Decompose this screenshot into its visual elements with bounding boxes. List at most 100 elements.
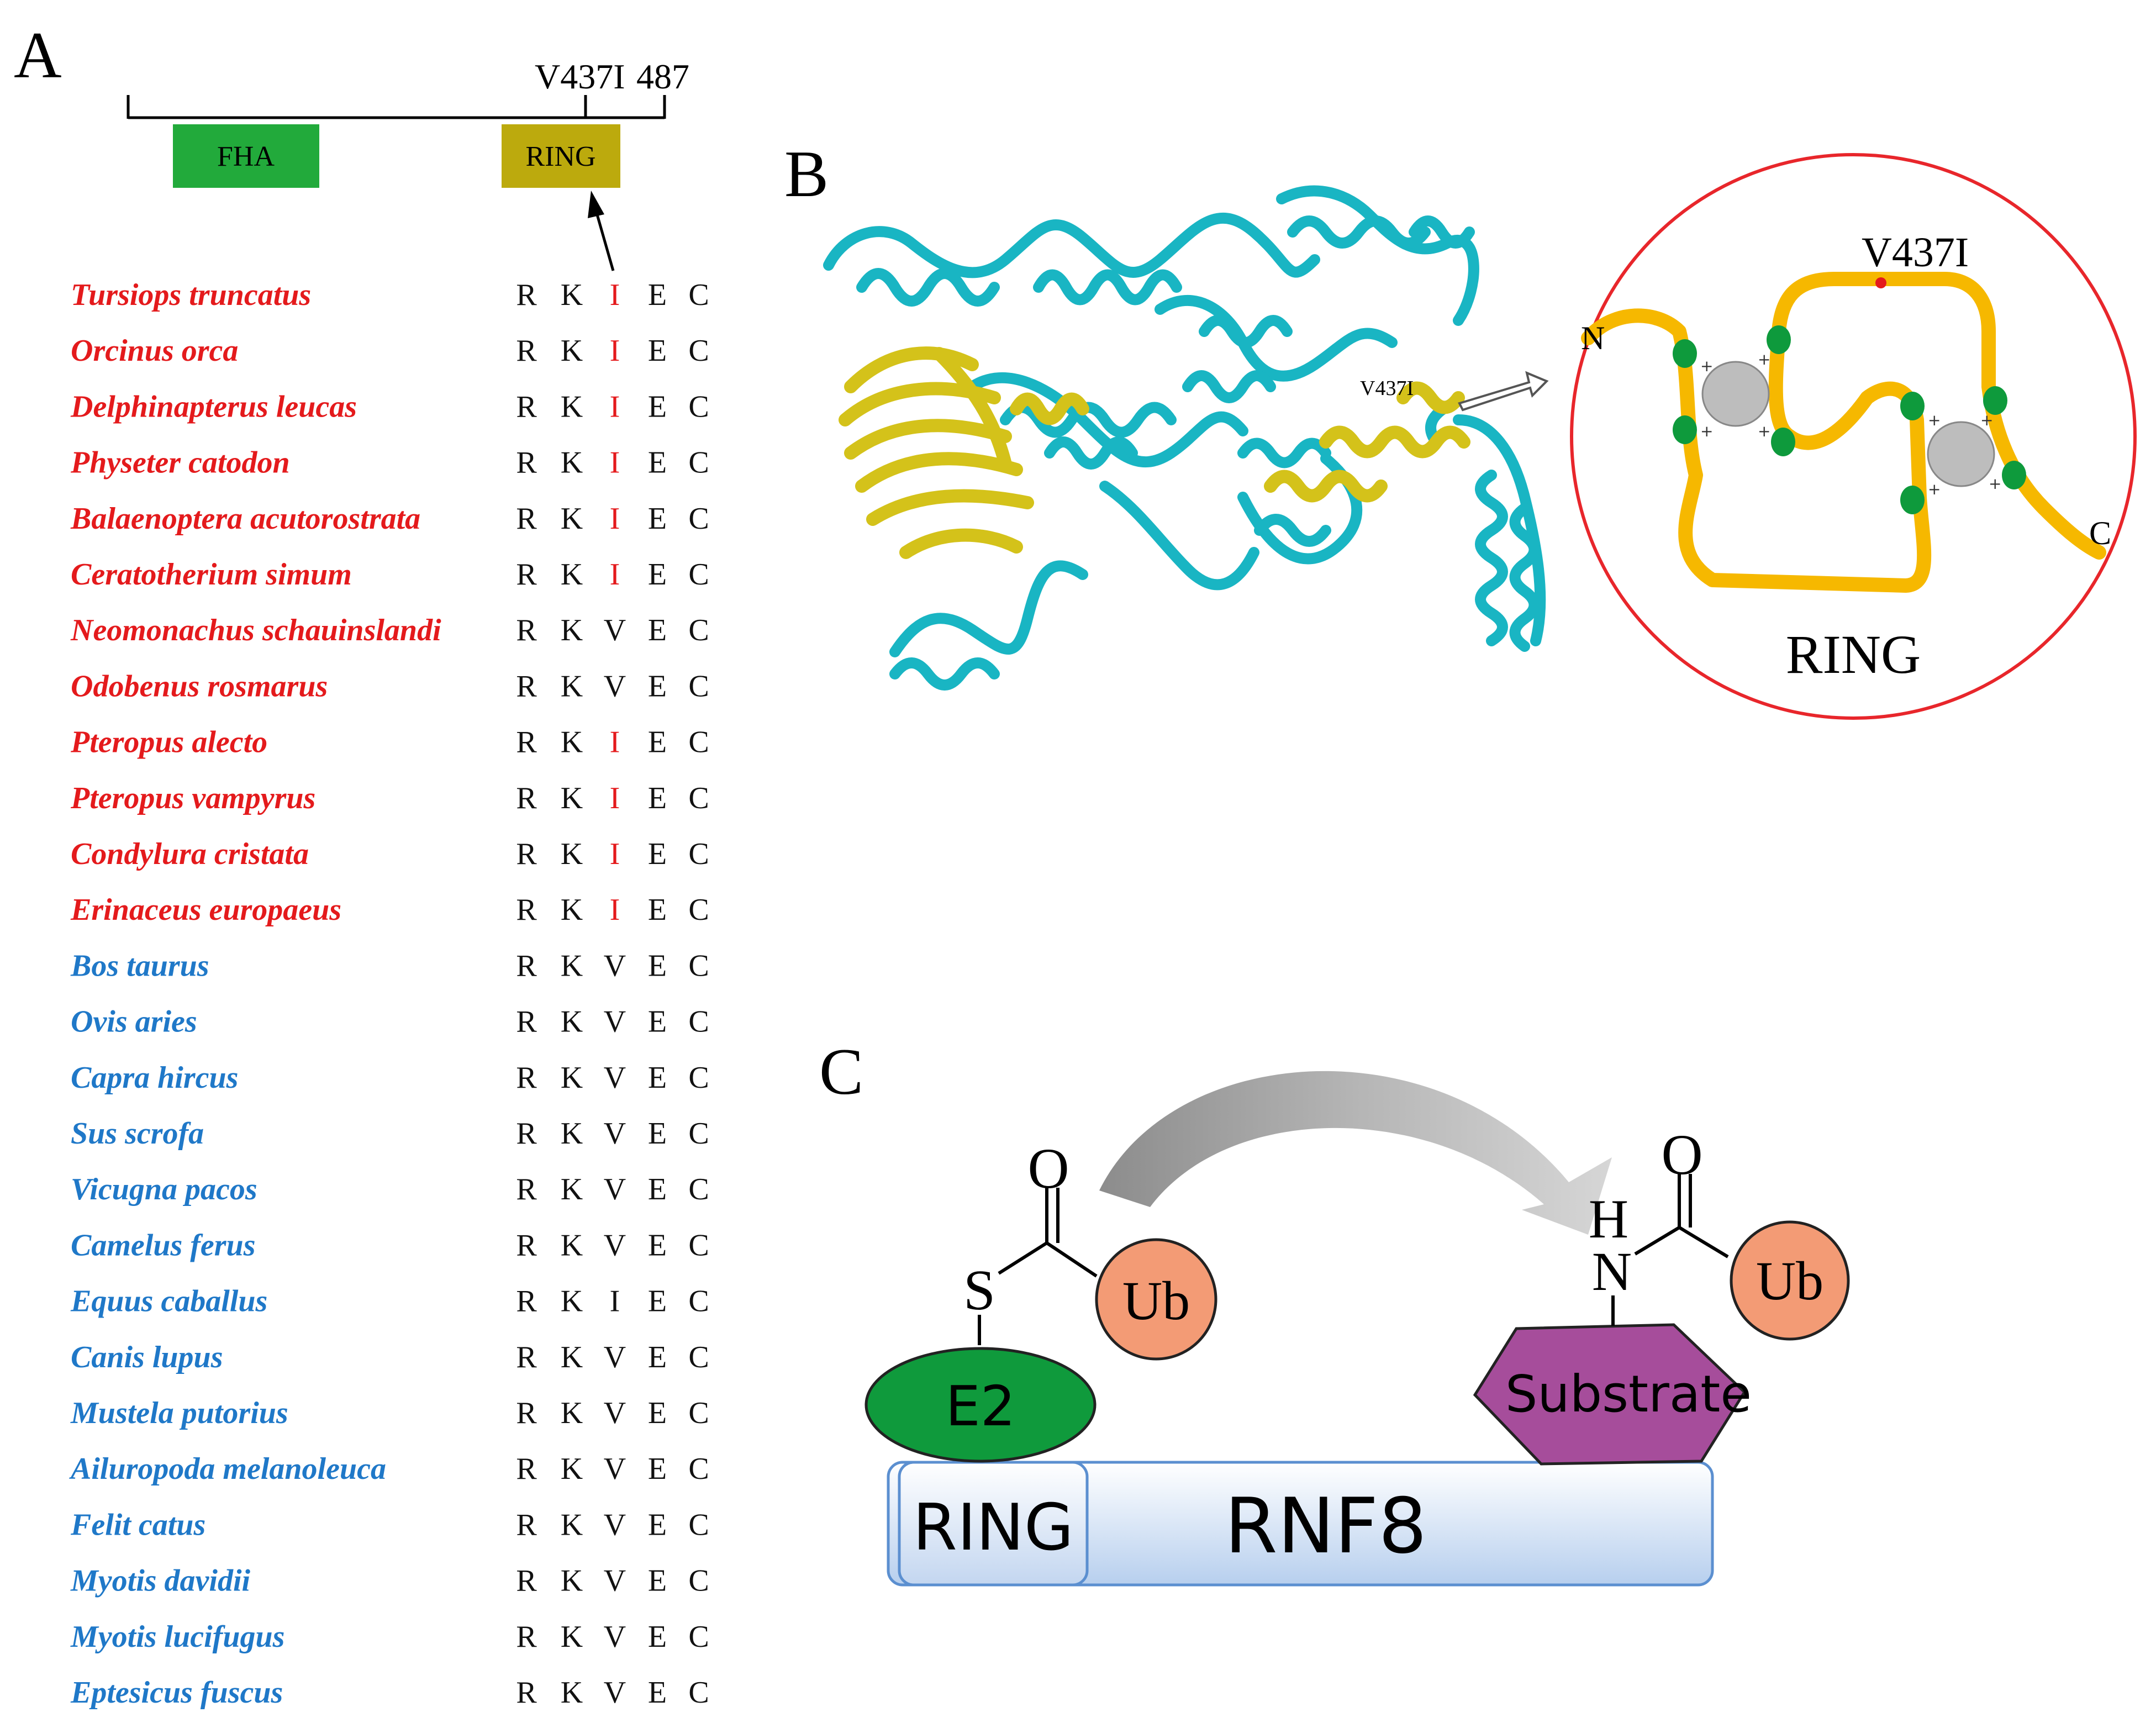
species-name: Felit catus xyxy=(70,1508,205,1542)
svg-text:+: + xyxy=(1700,357,1713,375)
residue: I xyxy=(610,278,620,312)
residue: E xyxy=(648,1061,667,1095)
panel-a-letter: A xyxy=(14,18,62,92)
residue: C xyxy=(688,837,709,871)
residue: R xyxy=(516,781,537,815)
residue: C xyxy=(688,334,709,368)
residue: R xyxy=(516,1284,537,1319)
ring-domain-label: RING xyxy=(525,141,595,172)
svg-text:+: + xyxy=(1758,350,1770,368)
n-terminus-label: N xyxy=(1581,320,1605,356)
residue: K xyxy=(561,949,583,983)
oxygen-atom-right: O xyxy=(1661,1123,1702,1187)
residue: E xyxy=(648,1396,667,1430)
residue: R xyxy=(516,1340,537,1374)
species-name: Bos taurus xyxy=(70,949,209,983)
residue: I xyxy=(610,334,620,368)
species-name: Balaenoptera acutorostrata xyxy=(70,502,420,536)
residue: E xyxy=(648,334,667,368)
residue: C xyxy=(688,1116,709,1151)
svg-text:+: + xyxy=(1928,411,1941,429)
residue: K xyxy=(561,557,583,592)
residue: R xyxy=(516,1452,537,1486)
svg-text:+: + xyxy=(1928,480,1941,498)
residue: I xyxy=(610,557,620,592)
residue: K xyxy=(561,837,583,871)
residue: C xyxy=(688,669,709,703)
residue: R xyxy=(516,1620,537,1654)
residue: I xyxy=(610,446,620,480)
charge-marks: ++ ++ ++ ++ xyxy=(1700,350,2001,498)
residue: K xyxy=(561,1340,583,1374)
residue: R xyxy=(516,1228,537,1262)
residue: V xyxy=(604,1620,626,1654)
residue: C xyxy=(688,278,709,312)
species-name: Ceratotherium simum xyxy=(71,557,352,592)
species-name: Equus caballus xyxy=(70,1284,267,1319)
residue: R xyxy=(516,893,537,927)
sulfur-atom: S xyxy=(963,1258,995,1322)
svg-text:+: + xyxy=(1989,475,2001,493)
ring-arrow-shaft xyxy=(595,212,615,271)
residue: E xyxy=(648,1452,667,1486)
ring-domain xyxy=(502,124,620,188)
residue: E xyxy=(648,1005,667,1039)
residue: V xyxy=(604,1005,626,1039)
residue: E xyxy=(648,1564,667,1598)
residue: R xyxy=(516,278,537,312)
residue: K xyxy=(561,1396,583,1430)
residue: E xyxy=(648,1508,667,1542)
residue: C xyxy=(688,1172,709,1207)
residue: V xyxy=(604,1564,626,1598)
residue: R xyxy=(516,1676,537,1710)
residue: C xyxy=(688,446,709,480)
residue: K xyxy=(561,1620,583,1654)
residue: R xyxy=(516,1564,537,1598)
residue: V xyxy=(604,613,626,647)
ubiquitin-left-label: Ub xyxy=(1122,1270,1190,1331)
species-name: Vicugna pacos xyxy=(71,1172,257,1207)
residue: K xyxy=(561,613,583,647)
residue: R xyxy=(516,1172,537,1207)
residue: K xyxy=(561,1284,583,1319)
transfer-arrow xyxy=(1099,1071,1612,1235)
residue: V xyxy=(604,669,626,703)
residue: I xyxy=(610,725,620,760)
residue: K xyxy=(561,1005,583,1039)
substrate-label: Substrate xyxy=(1505,1365,1752,1424)
residue: C xyxy=(688,613,709,647)
species-name: Canis lupus xyxy=(71,1340,223,1374)
residue: I xyxy=(610,837,620,871)
ring-segment xyxy=(898,1461,1089,1587)
rnf8-label: RNF8 xyxy=(1225,1482,1427,1571)
residue: K xyxy=(561,446,583,480)
residue: C xyxy=(688,1396,709,1430)
species-name: Physeter catodon xyxy=(70,446,290,480)
residue: E xyxy=(648,1676,667,1710)
species-name: Odobenus rosmarus xyxy=(71,669,328,703)
e2-label: E2 xyxy=(946,1374,1016,1439)
fha-label: FHA xyxy=(217,141,275,172)
residue: C xyxy=(688,1284,709,1319)
residue: E xyxy=(648,1172,667,1207)
svg-text:+: + xyxy=(1980,411,1993,429)
residue: R xyxy=(516,1061,537,1095)
bond-s-c xyxy=(998,1241,1048,1275)
residue: E xyxy=(648,1620,667,1654)
residue: K xyxy=(561,725,583,760)
residue: E xyxy=(648,1228,667,1262)
residue: K xyxy=(561,1172,583,1207)
residue: V xyxy=(604,1452,626,1486)
residue: R xyxy=(516,446,537,480)
species-name: Neomonachus schauinslandi xyxy=(70,613,441,647)
residue: R xyxy=(516,1508,537,1542)
residue: K xyxy=(561,1228,583,1262)
